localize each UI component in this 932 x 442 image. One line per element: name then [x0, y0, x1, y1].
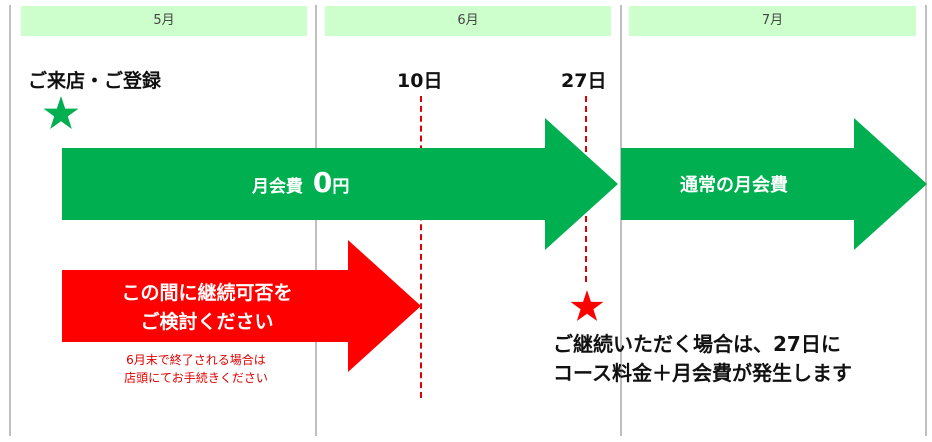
- gridline-may-june: [315, 5, 317, 436]
- month-header-june: 6月: [325, 6, 611, 36]
- free-period-label: 月会費 0円: [252, 166, 350, 199]
- regular-fee-arrow: [621, 118, 927, 250]
- gridline-june-july: [620, 5, 622, 436]
- gridline-start: [9, 5, 11, 436]
- free-period-amount: 0: [312, 166, 333, 199]
- star-green-icon: [43, 96, 79, 129]
- consider-period-label: この間に継続可否を ご検討ください: [121, 282, 293, 333]
- day10-label: 10日: [397, 70, 443, 92]
- cancel-note: 6月末で終了される場合は 店頭にてお手続きください: [124, 353, 268, 385]
- gridline-end: [925, 5, 927, 436]
- free-period-arrow: [62, 118, 618, 250]
- continue-note: ご継続いただく場合は、27日に コース料金＋月会費が発生します: [553, 332, 852, 385]
- month-header-july: 7月: [629, 6, 916, 36]
- star-red-icon: [570, 290, 604, 322]
- day10-dashed-line: [420, 96, 422, 398]
- registration-label: ご来店・ご登録: [28, 70, 162, 92]
- regular-fee-label: 通常の月会費: [680, 175, 788, 196]
- month-header-may: 5月: [21, 6, 307, 36]
- day27-label: 27日: [561, 70, 607, 92]
- consider-period-arrow: [62, 240, 421, 372]
